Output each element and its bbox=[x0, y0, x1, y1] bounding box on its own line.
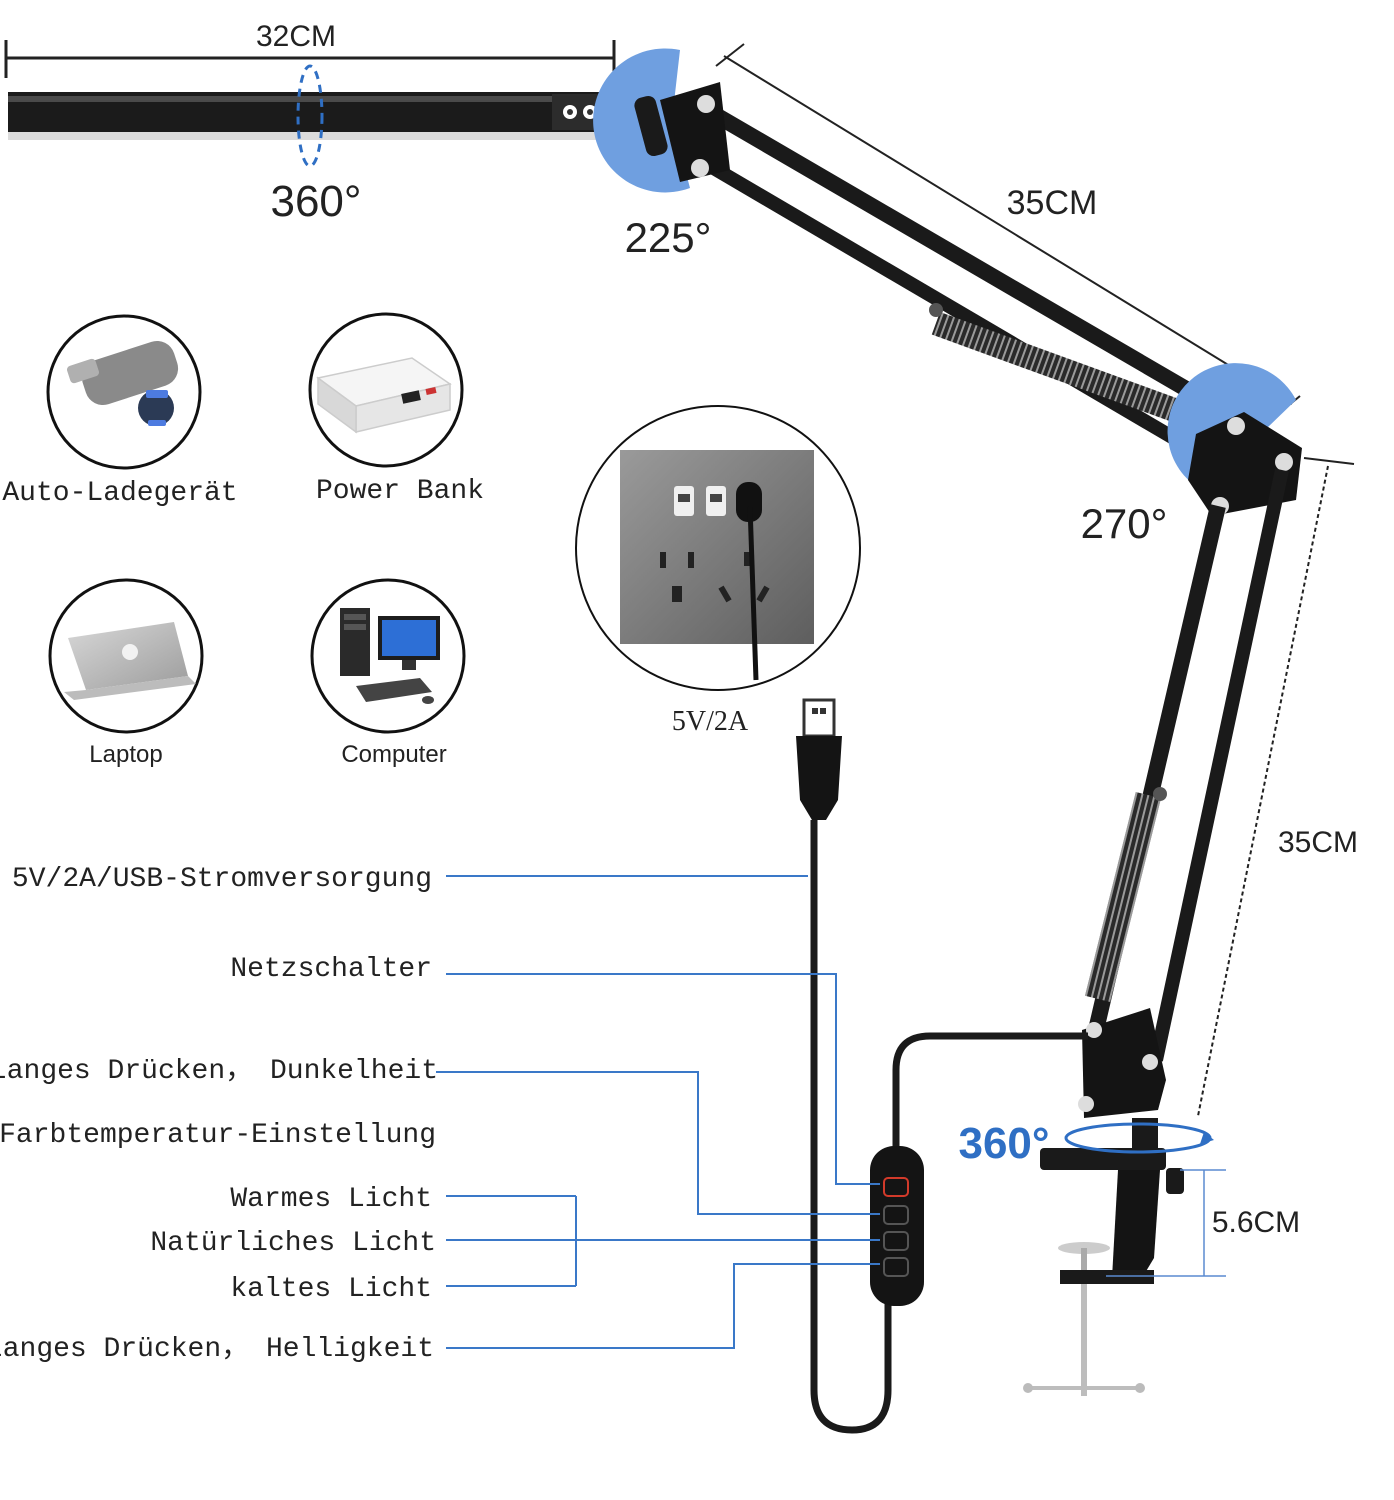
callout-labels: 5V/2A/USB-Stromversorgung Netzschalter L… bbox=[0, 864, 438, 1365]
upper-arm bbox=[660, 82, 1241, 471]
power-bank-label: Power Bank bbox=[316, 476, 484, 507]
warm-light-label: Warmes Licht bbox=[230, 1184, 432, 1215]
cold-light-label: kaltes Licht bbox=[230, 1274, 432, 1305]
head-length-dimension: 32CM bbox=[4, 20, 616, 78]
computer-icon bbox=[340, 608, 440, 704]
power-bank-icon bbox=[316, 357, 452, 434]
clamp-opening-label: 5.6CM bbox=[1212, 1206, 1300, 1239]
lower-arm bbox=[1084, 468, 1289, 1062]
base-clamp: 360° 5.6CM bbox=[958, 1008, 1300, 1396]
power-switch-label: Netzschalter bbox=[230, 954, 432, 985]
power-source-car-charger: Auto-Ladegerät bbox=[2, 314, 238, 509]
callout-lines bbox=[436, 875, 880, 1349]
upper-arm-dimension: 35CM bbox=[715, 43, 1301, 415]
car-charger-label: Auto-Ladegerät bbox=[2, 478, 237, 509]
lower-arm-length-label: 35CM bbox=[1278, 826, 1358, 859]
wall-socket-panel: 5V/2A bbox=[575, 405, 861, 737]
power-source-computer: Computer bbox=[310, 578, 466, 768]
socket-label: 5V/2A bbox=[672, 706, 749, 737]
wall-socket-icon bbox=[620, 450, 814, 681]
natural-light-label: Natürliches Licht bbox=[150, 1228, 436, 1259]
power-cable bbox=[796, 698, 1088, 1434]
lower-arm-dimension: 35CM bbox=[1197, 457, 1358, 1117]
upper-arm-length-label: 35CM bbox=[1007, 184, 1098, 222]
elbow-joint-angle-label: 270° bbox=[1081, 500, 1168, 547]
laptop-label: Laptop bbox=[89, 741, 162, 768]
power-source-laptop: Laptop bbox=[48, 578, 204, 768]
head-joint-angle-label: 225° bbox=[625, 214, 712, 261]
power-source-power-bank: Power Bank bbox=[308, 312, 484, 507]
long-press-dark-label: Langes Drücken， Dunkelheit bbox=[0, 1056, 438, 1087]
lamp-head: 360° bbox=[8, 64, 640, 226]
head-length-label: 32CM bbox=[256, 20, 336, 53]
head-rotation-label: 360° bbox=[270, 177, 361, 226]
car-charger-icon bbox=[66, 340, 179, 426]
usb-power-label: 5V/2A/USB-Stromversorgung bbox=[12, 864, 432, 895]
long-press-bright-label: Langes Drücken， Helligkeit bbox=[0, 1334, 434, 1365]
head-rotation-icon bbox=[296, 64, 324, 168]
color-temp-label: Farbtemperatur-Einstellung bbox=[0, 1120, 436, 1151]
computer-label: Computer bbox=[341, 741, 446, 768]
base-rotation-label: 360° bbox=[958, 1119, 1049, 1168]
laptop-icon bbox=[64, 622, 196, 700]
head-joint: 225° bbox=[593, 48, 711, 261]
